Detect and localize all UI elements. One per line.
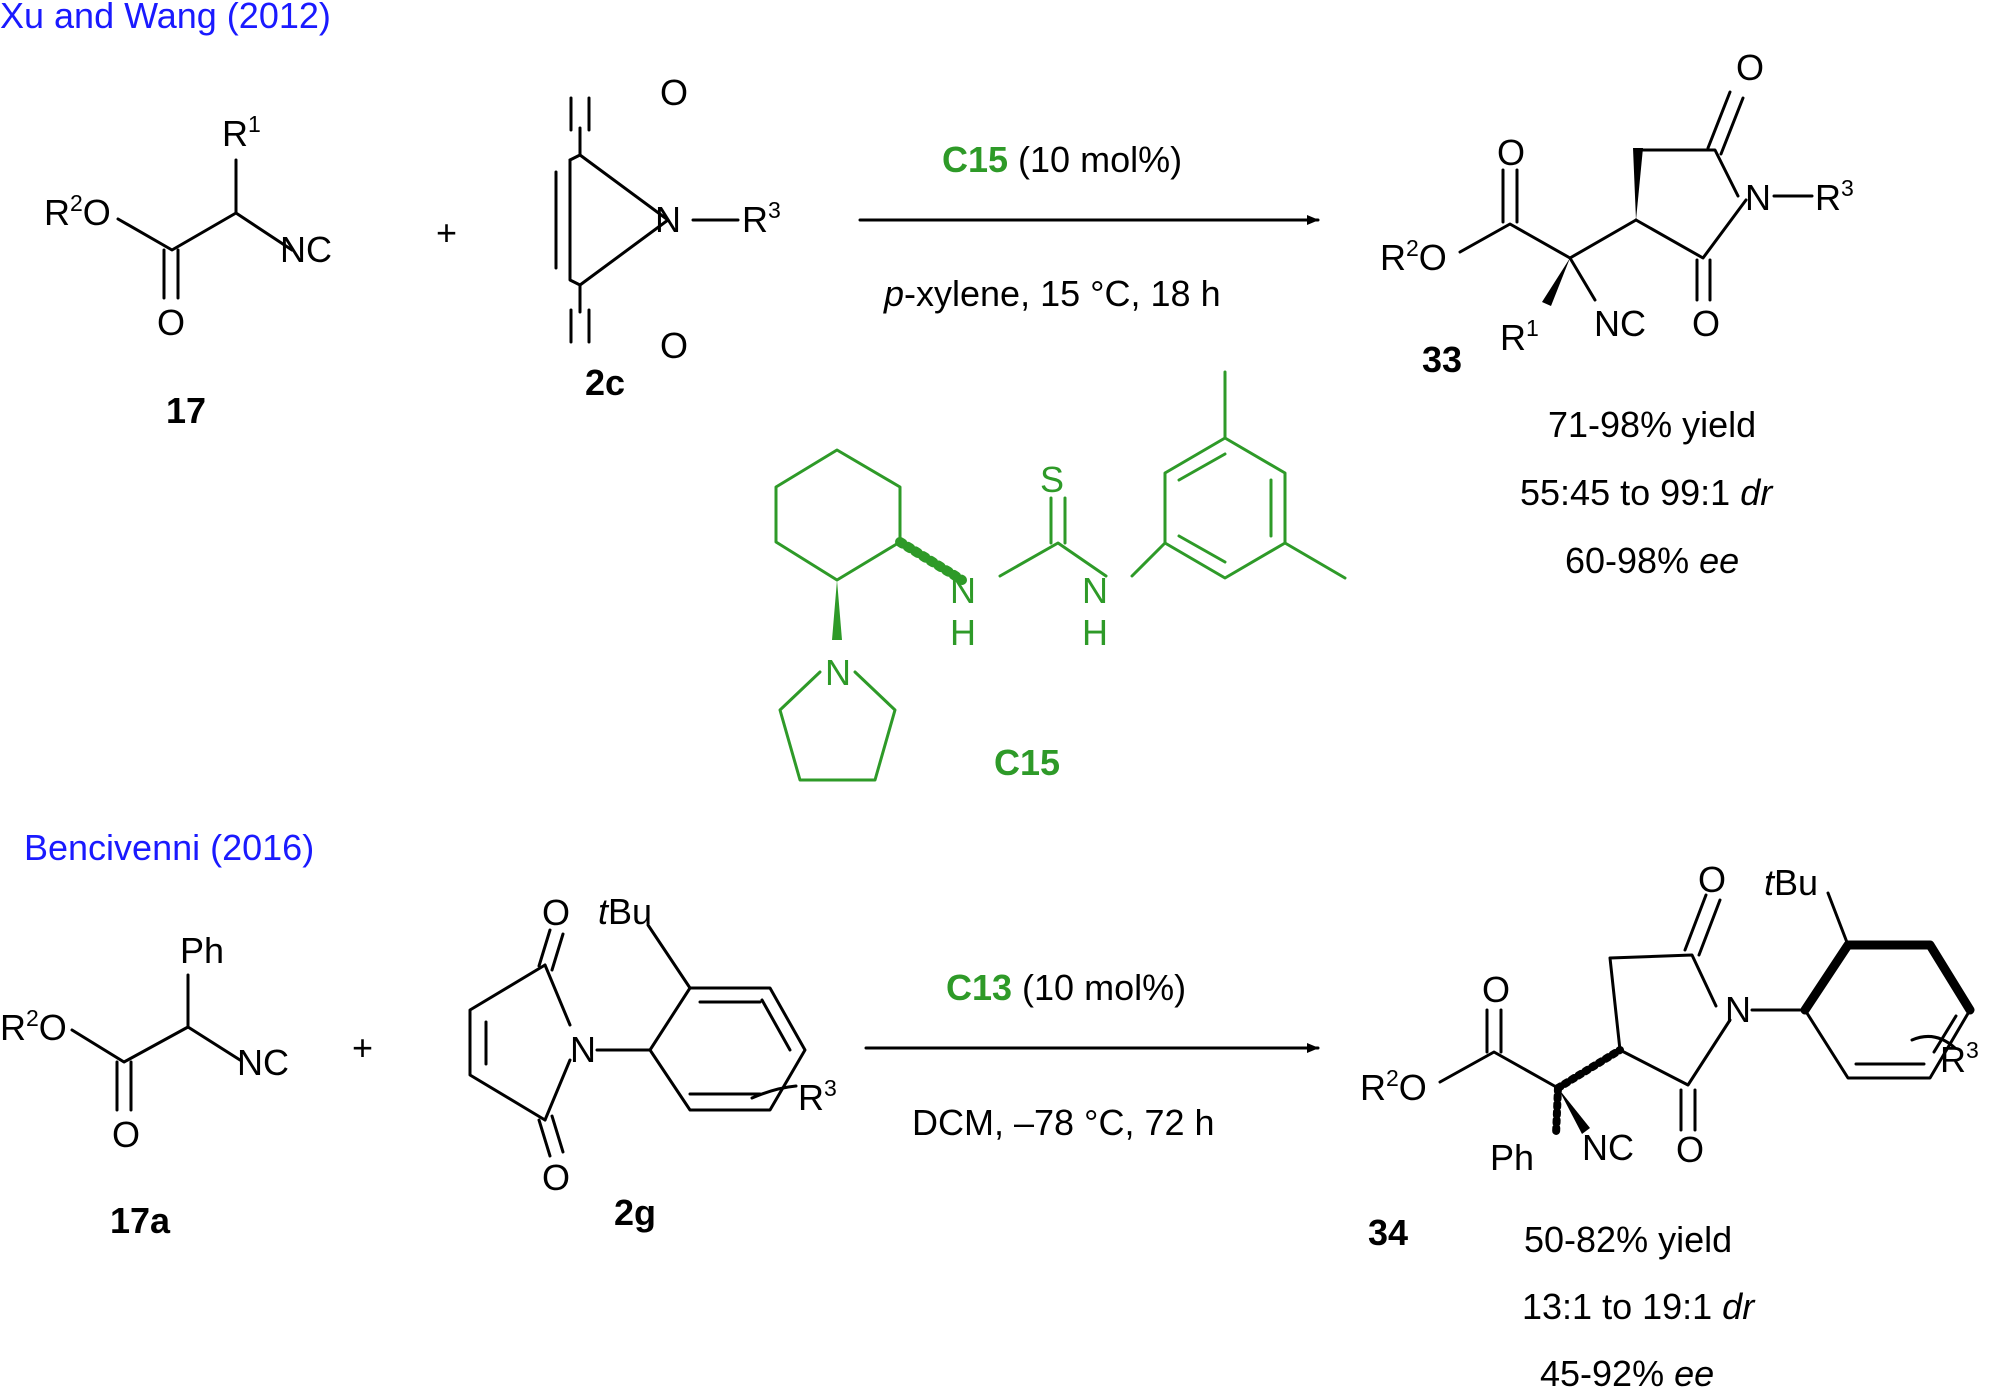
sm2-o-bottom: O (660, 325, 688, 366)
scheme2-plus: + (352, 1027, 373, 1068)
product2-r3-label: R3 (1940, 1037, 1979, 1080)
product-33: R2O O R1 NC O O N R3 33 (1380, 47, 1854, 380)
sm1-r1-label: R1 (222, 111, 261, 154)
product2-o-top: O (1698, 859, 1726, 900)
sm1b-ph-label: Ph (180, 930, 224, 971)
sm1-label: 17 (166, 390, 206, 431)
compound-17a: Ph R2O NC O 17a (0, 930, 289, 1241)
sm2b-r3-label: R3 (798, 1075, 837, 1118)
sm1b-ester-label: R2O (0, 1005, 67, 1048)
catalyst-h2-label: H (1082, 612, 1108, 653)
sm2-n-label: N (655, 199, 681, 240)
product2-o-bottom: O (1676, 1129, 1704, 1170)
scheme2-results: 50-82% yield 13:1 to 19:1 dr 45-92% ee (1522, 1219, 1756, 1389)
product-nc-label: NC (1594, 303, 1646, 344)
product-o-top: O (1736, 47, 1764, 88)
scheme1-conditions-catalyst: C15 (10 mol%) (942, 139, 1182, 180)
product2-ester-o: O (1482, 969, 1510, 1010)
catalyst-n3-label: N (825, 652, 851, 693)
product2-ph-label: Ph (1490, 1137, 1534, 1178)
scheme1-yield: 71-98% yield (1548, 404, 1756, 445)
scheme2-yield: 50-82% yield (1524, 1219, 1732, 1260)
catalyst-h1-label: H (950, 612, 976, 653)
product-n-label: N (1745, 177, 1771, 218)
scheme1-plus: + (436, 212, 457, 253)
product-o-bottom: O (1692, 303, 1720, 344)
product-r1-label: R1 (1500, 315, 1539, 358)
product2-nc-label: NC (1582, 1127, 1634, 1168)
compound-2c: N R3 O O 2c (554, 72, 781, 403)
catalyst-n2-label: N (1082, 570, 1108, 611)
catalyst-n1-label: N (950, 570, 976, 611)
sm2b-n-label: N (570, 1029, 596, 1070)
scheme1-heading: Xu and Wang (2012) (0, 0, 331, 36)
scheme2-dr: 13:1 to 19:1 dr (1522, 1286, 1756, 1327)
sm2b-label: 2g (614, 1192, 656, 1233)
scheme2-ee: 45-92% ee (1540, 1353, 1714, 1389)
scheme1-dr: 55:45 to 99:1 dr (1520, 472, 1774, 513)
scheme1-results: 71-98% yield 55:45 to 99:1 dr 60-98% ee (1520, 404, 1774, 581)
catalyst-c15: S N H N H N C15 (774, 370, 1347, 783)
compound-17: R2O R1 NC O 17 (44, 111, 332, 431)
compound-2g: N O O tBu R3 2g (468, 891, 837, 1233)
sm2b-tbu-label: tBu (598, 891, 652, 932)
scheme1-conditions-solvent: p-xylene, 15 °C, 18 h (883, 273, 1221, 314)
sm1b-label: 17a (110, 1200, 171, 1241)
scheme2-conditions-catalyst: C13 (10 mol%) (946, 967, 1186, 1008)
sm1b-carbonyl-o: O (112, 1114, 140, 1155)
product-34: R2O O Ph NC O O N tBu R3 34 (1360, 859, 1979, 1253)
sm2-r3-label: R3 (742, 197, 781, 240)
sm2-o-top: O (660, 72, 688, 113)
sm1b-nc-label: NC (237, 1042, 289, 1083)
scheme2-heading: Bencivenni (2016) (24, 827, 314, 868)
scheme1-ee: 60-98% ee (1565, 540, 1739, 581)
product-ester-label: R2O (1380, 235, 1447, 278)
sm2b-o-top: O (542, 892, 570, 933)
sm1-carbonyl-o: O (157, 302, 185, 343)
product2-tbu-label: tBu (1764, 862, 1818, 903)
sm2-label: 2c (585, 362, 625, 403)
product2-n-label: N (1725, 989, 1751, 1030)
product-r3-label: R3 (1815, 175, 1854, 218)
product-ester-o: O (1497, 132, 1525, 173)
product2-label: 34 (1368, 1212, 1408, 1253)
catalyst-label: C15 (994, 742, 1060, 783)
catalyst-s-label: S (1040, 459, 1064, 500)
scheme2-conditions-solvent: DCM, –78 °C, 72 h (912, 1102, 1215, 1143)
sm1-nc-label: NC (280, 229, 332, 270)
product-label: 33 (1422, 339, 1462, 380)
sm2b-o-bottom: O (542, 1157, 570, 1198)
sm1-ester-label: R2O (44, 190, 111, 233)
product2-ester-label: R2O (1360, 1065, 1427, 1108)
